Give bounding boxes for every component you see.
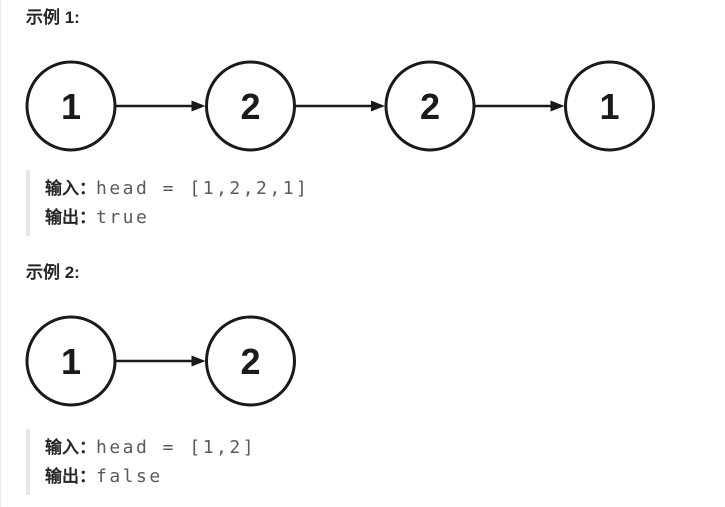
output-label: 输出： [45,467,96,486]
list-node-value: 2 [240,341,260,382]
list-node-value: 2 [420,86,440,127]
arrowhead-icon [191,355,206,367]
list-node-value: 1 [599,86,619,127]
list-node-circle [564,60,655,152]
list-node-circle [25,60,117,152]
example-2-heading: 示例 2: [26,263,80,282]
list-node-circle [384,60,476,152]
example-1-io-block: 输入：head = [1,2,2,1] 输出：true [26,170,322,236]
list-node-value: 2 [240,86,260,127]
example-1-linked-list-diagram: 1 2 2 1 [25,60,655,152]
input-value: head = [1,2,2,1] [96,178,310,199]
list-node-circle [205,60,296,152]
output-value: true [96,207,150,228]
output-label: 输出： [45,208,96,227]
list-node-value: 1 [61,86,81,127]
example-1-heading: 示例 1: [26,8,80,27]
example-2-io-block: 输入：head = [1,2] 输出：false [26,429,269,495]
arrowhead-icon [550,100,565,112]
arrowhead-icon [371,100,385,112]
output-line: 输出：false [45,462,256,491]
output-line: 输出：true [45,203,309,232]
arrowhead-icon [191,100,206,112]
input-line: 输入：head = [1,2,2,1] [45,174,309,203]
input-line: 输入：head = [1,2] [45,433,256,462]
output-value: false [96,466,163,487]
list-node-circle [25,315,117,407]
input-label: 输入： [45,438,96,457]
list-node-circle [205,315,296,407]
input-label: 输入： [45,179,96,198]
list-node-value: 1 [61,341,81,382]
input-value: head = [1,2] [96,437,257,458]
